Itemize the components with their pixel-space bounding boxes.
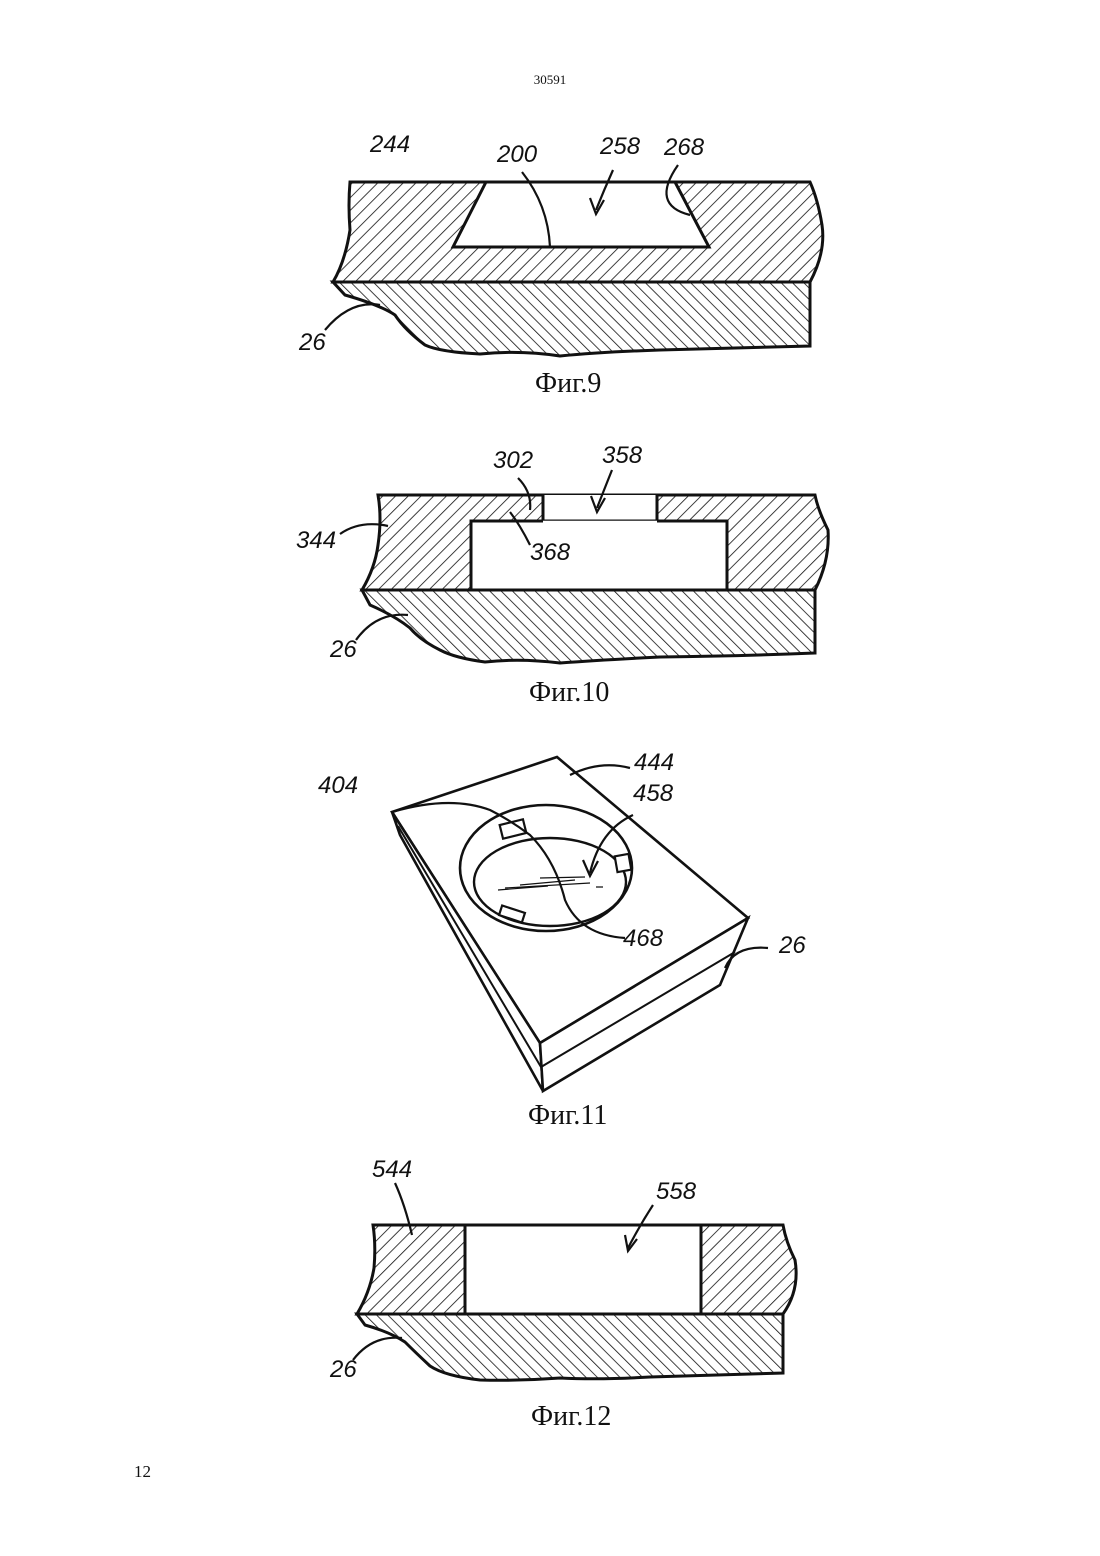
opening-558 xyxy=(465,1225,701,1314)
ref-label-26: 26 xyxy=(298,329,326,356)
tab-404-right xyxy=(615,854,632,872)
cavity-368 xyxy=(471,521,727,590)
figure-11: 404 444 458 468 26 Фиг.11 xyxy=(318,749,806,1131)
ref-label-268: 268 xyxy=(663,134,705,161)
ref-label-544: 544 xyxy=(372,1156,412,1183)
leader-444 xyxy=(570,765,630,775)
figure-10: 302 358 344 368 26 Фиг.10 xyxy=(296,442,828,708)
ref-label-200: 200 xyxy=(496,141,538,168)
figure-10-caption: Фиг.10 xyxy=(529,677,609,708)
leader-26-fig12 xyxy=(353,1338,402,1360)
figure-12: 544 558 26 Фиг.12 xyxy=(329,1156,796,1432)
cavity-258 xyxy=(453,182,709,247)
ref-label-404: 404 xyxy=(318,772,358,799)
figure-9-caption: Фиг.9 xyxy=(535,368,601,399)
substrate-layer-26 xyxy=(357,1314,783,1380)
ref-label-302: 302 xyxy=(493,447,533,474)
substrate-layer-26 xyxy=(362,590,815,663)
figure-11-caption: Фиг.11 xyxy=(528,1100,607,1131)
substrate-layer-26 xyxy=(333,282,810,356)
ref-label-444: 444 xyxy=(634,749,674,776)
ref-label-358: 358 xyxy=(602,442,643,469)
figure-12-caption: Фиг.12 xyxy=(531,1401,611,1432)
leader-26-fig9 xyxy=(325,304,380,330)
figure-9: 244 200 258 268 26 Фиг.9 xyxy=(298,131,823,399)
ref-label-26: 26 xyxy=(329,636,357,663)
ref-label-258: 258 xyxy=(599,133,641,160)
ref-label-468: 468 xyxy=(623,925,664,952)
ref-label-244: 244 xyxy=(369,131,410,158)
ref-label-458: 458 xyxy=(633,780,674,807)
ref-label-558: 558 xyxy=(656,1178,697,1205)
ref-label-26: 26 xyxy=(329,1356,357,1383)
ref-label-26: 26 xyxy=(778,932,806,959)
ref-label-368: 368 xyxy=(530,539,571,566)
ref-label-344: 344 xyxy=(296,527,336,554)
